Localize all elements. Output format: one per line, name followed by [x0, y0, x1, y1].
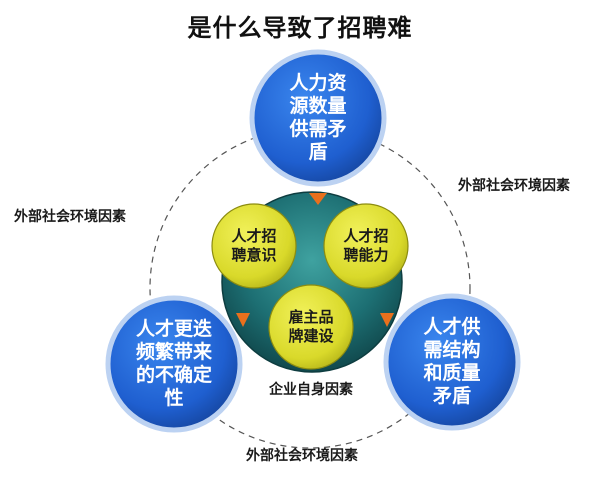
blue-circle-right-text: 人才供 需结构 和质量 矛盾	[423, 316, 481, 407]
yellow-circle-right	[323, 203, 409, 289]
label-external-right: 外部社会环境因素	[458, 178, 570, 194]
yellow-circle-bottom-text: 雇主品 牌建设	[288, 308, 334, 345]
blue-circle-top	[249, 49, 387, 187]
yellow-circle-left-text: 人才招 聘意识	[231, 227, 277, 264]
blue-circle-top-text: 人力资 源数量 供需矛 盾	[289, 72, 347, 163]
blue-circle-left-text: 人才更迭 频繁带来 的不确定 性	[135, 318, 212, 409]
yellow-circle-left	[211, 203, 297, 289]
page-title: 是什么导致了招聘难	[187, 14, 413, 42]
yellow-circle-right-text: 人才招 聘能力	[343, 227, 389, 264]
yellow-circle-bottom	[268, 284, 354, 370]
blue-circle-left	[105, 295, 243, 433]
label-external-bottom: 外部社会环境因素	[246, 448, 358, 464]
label-external-left: 外部社会环境因素	[14, 209, 126, 225]
arrow-left-icon	[380, 313, 394, 327]
arrow-down-icon	[309, 193, 327, 205]
arrow-right-icon	[236, 313, 250, 327]
label-internal: 企业自身因素	[269, 382, 353, 398]
blue-circle-right	[383, 293, 521, 431]
